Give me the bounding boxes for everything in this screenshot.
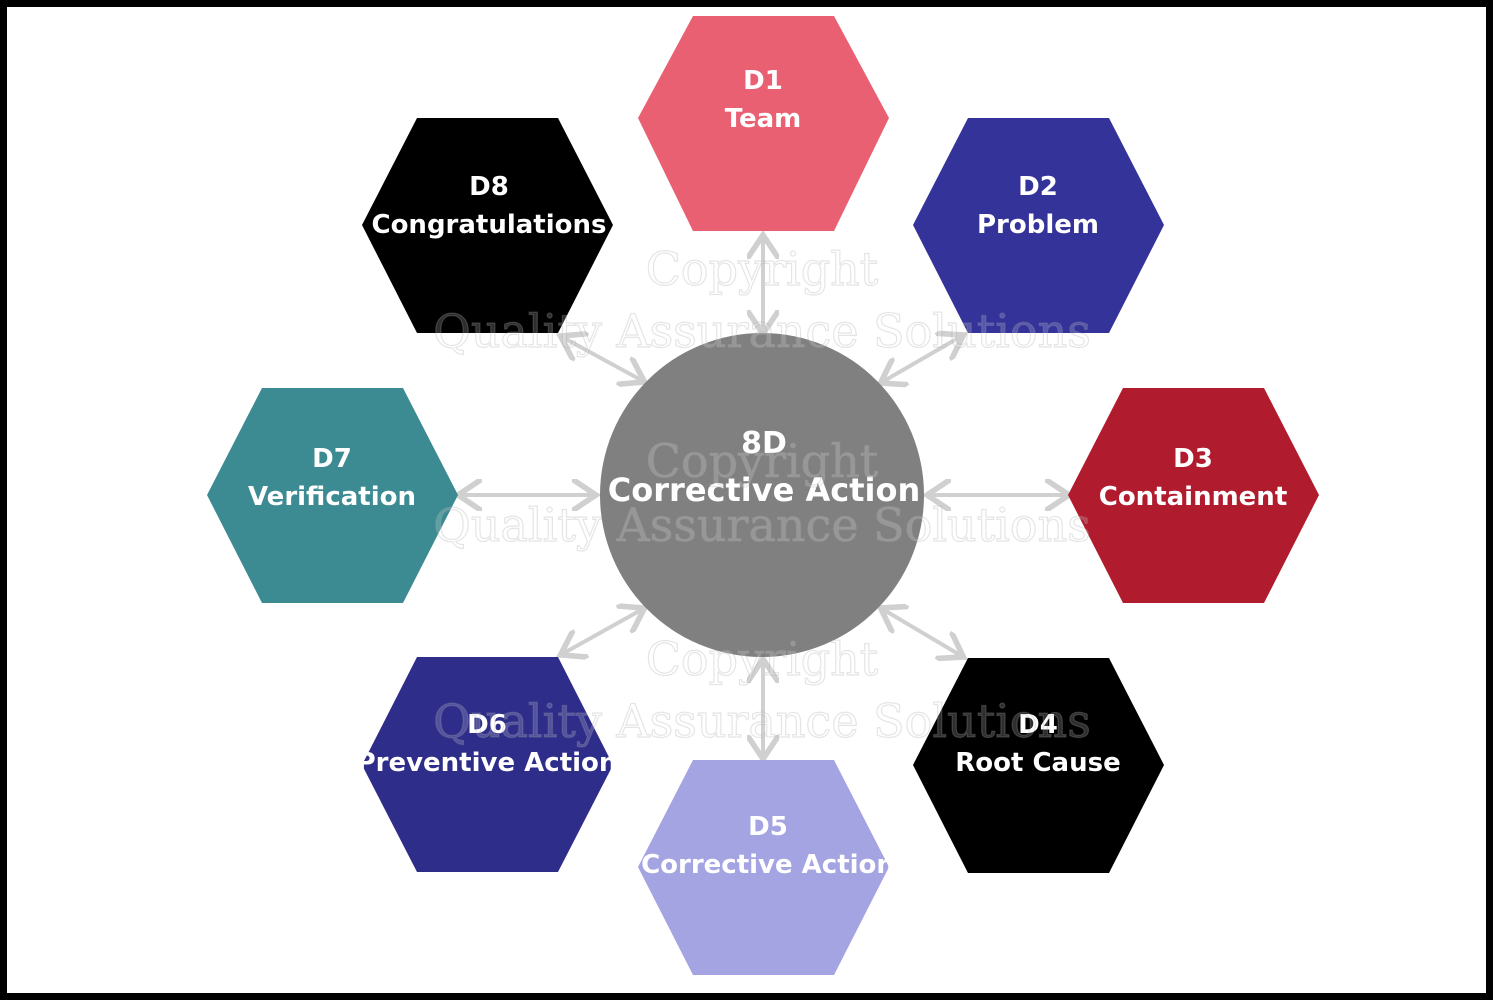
center-subtitle: Corrective Action [608, 471, 920, 509]
step-name-d8: Congratulations [371, 210, 606, 240]
step-name-d7: Verification [248, 482, 416, 512]
hexagon-d5 [638, 760, 889, 975]
watermark-company-2: Quality Assurance Solutions [433, 498, 1091, 552]
arrow-d4 [884, 610, 960, 655]
hexagon-d6 [362, 657, 613, 872]
hexagon-d7 [207, 388, 458, 603]
step-name-d2: Problem [977, 210, 1099, 240]
diagram-frame: 8D Corrective Action D1 Team D2 Problem … [7, 7, 1486, 993]
arrow-d8 [564, 338, 641, 380]
step-d8: D8 Congratulations [362, 118, 613, 333]
center-circle [600, 333, 924, 657]
step-code-d8: D8 [469, 172, 509, 202]
step-hexagons: D1 Team D2 Problem D3 Containment D4 Roo… [207, 16, 1319, 975]
step-name-d5: Corrective Action [641, 850, 895, 880]
step-code-d1: D1 [743, 66, 783, 96]
arrow-d2 [884, 337, 960, 381]
step-name-d6: Preventive Action [357, 748, 618, 778]
watermark-copyright-3: Copyright [646, 632, 879, 686]
hexagon-d1 [638, 16, 889, 231]
step-code-d3: D3 [1173, 444, 1213, 474]
step-code-d4: D4 [1018, 710, 1058, 740]
connector-arrows [462, 239, 1065, 755]
step-name-d4: Root Cause [955, 748, 1120, 778]
center-title: 8D [741, 426, 787, 461]
watermark-company-3: Quality Assurance Solutions [433, 694, 1091, 748]
step-d1: D1 Team [638, 16, 889, 231]
step-name-d1: Team [725, 104, 802, 134]
hexagon-d2 [913, 118, 1164, 333]
step-name-d3: Containment [1099, 482, 1288, 512]
step-d2: D2 Problem [913, 118, 1164, 333]
step-d3: D3 Containment [1068, 388, 1319, 603]
step-d4: D4 Root Cause [913, 658, 1164, 873]
step-code-d5: D5 [748, 812, 788, 842]
step-d6: D6 Preventive Action [357, 657, 618, 872]
watermark-company-1: Quality Assurance Solutions [433, 304, 1091, 358]
center-node: 8D Corrective Action [600, 333, 924, 657]
copyright-watermark: Copyright Quality Assurance Solutions Co… [433, 241, 1092, 748]
hexagon-d3 [1068, 388, 1319, 603]
hexagon-d4 [913, 658, 1164, 873]
hexagon-d8 [362, 118, 613, 333]
8d-diagram: 8D Corrective Action D1 Team D2 Problem … [207, 16, 1319, 975]
arrow-d6 [564, 610, 641, 653]
step-code-d2: D2 [1018, 172, 1058, 202]
watermark-copyright-2: Copyright [646, 434, 879, 488]
watermark-copyright-1: Copyright [646, 242, 879, 296]
step-d7: D7 Verification [207, 388, 458, 603]
step-code-d6: D6 [467, 710, 507, 740]
step-code-d7: D7 [312, 444, 352, 474]
step-d5: D5 Corrective Action [638, 760, 895, 975]
